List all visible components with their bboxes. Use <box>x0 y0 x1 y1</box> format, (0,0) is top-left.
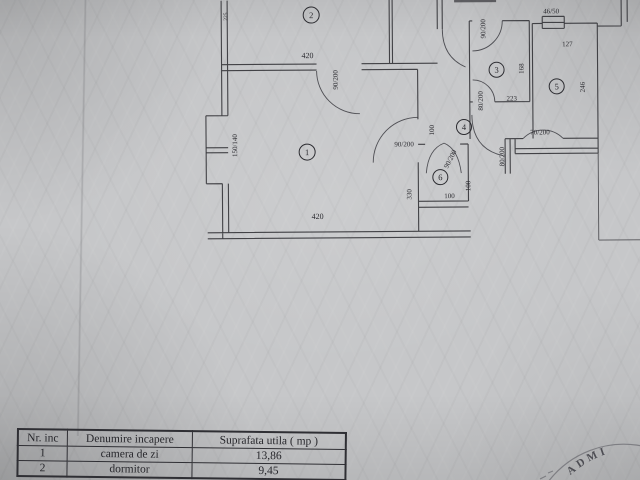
door-size-label: 70/200 <box>530 128 550 136</box>
col-header-room-name: Denumire incapere <box>67 429 193 448</box>
dimension-label: 420 <box>312 212 324 221</box>
round-stamp: ADMI <box>539 443 640 480</box>
room-number-2: 2 <box>302 6 320 24</box>
stamp-text: ADMI <box>565 445 610 478</box>
room-number-label: 4 <box>462 122 467 132</box>
window-symbol <box>206 15 565 154</box>
window-size-label: 150/140 <box>231 134 239 158</box>
dimension-label: 246 <box>579 81 587 92</box>
cell-nr: 2 <box>17 460 68 477</box>
dimension-label: 225 <box>223 12 229 21</box>
door-size-label: 90/200 <box>442 148 458 169</box>
col-header-nr: Nr. inc <box>17 429 68 447</box>
dimension-label: 100 <box>464 180 472 191</box>
dimension-label: 168 <box>518 63 526 74</box>
room-number-label: 2 <box>309 10 313 20</box>
room-number-4: 4 <box>455 118 472 135</box>
dimension-label: 223 <box>507 95 518 103</box>
dimension-label: 127 <box>562 40 573 48</box>
stamp-text-path: ADMI <box>565 445 607 478</box>
room-area-table: Nr. inc Denumire incapere Suprafata util… <box>16 428 347 480</box>
door-arc <box>316 20 564 174</box>
stamp-circle-arc <box>548 443 640 480</box>
stamp-fragment-marks <box>539 470 554 480</box>
room-number-label: 3 <box>494 65 498 75</box>
door-size-label: 90/200 <box>479 19 487 39</box>
dimension-label: 100 <box>444 192 455 200</box>
floor-plan-drawing: 1 2 3 4 5 6 225 42 <box>205 0 640 241</box>
room-number-6: 6 <box>432 169 449 186</box>
room-number-label: 6 <box>438 172 442 182</box>
area-table: Nr. inc Denumire incapere Suprafata util… <box>16 428 347 480</box>
wall-lines-faint <box>597 153 640 241</box>
window-size-label: 46/50 <box>543 7 560 15</box>
cell-area: 9,45 <box>191 462 346 480</box>
room-number-5: 5 <box>548 78 565 95</box>
cell-room-name: camera de zi <box>67 446 193 463</box>
dimension-label: 420 <box>301 51 313 60</box>
room-number-label: 1 <box>305 147 309 157</box>
door-size-label: 80/200 <box>477 91 485 111</box>
dimension-label: 330 <box>405 189 413 200</box>
cell-nr: 1 <box>17 445 68 462</box>
room-number-3: 3 <box>488 61 505 78</box>
cell-room-name: dormitor <box>66 461 193 479</box>
dimension-label: 100 <box>428 124 436 135</box>
wall-lines <box>205 0 628 240</box>
room-number-1: 1 <box>298 143 316 161</box>
table-row: 2 dormitor 9,45 <box>17 460 346 480</box>
door-size-label: 90/200 <box>332 70 340 90</box>
door-size-label: 80/200 <box>498 146 506 166</box>
room-number-label: 5 <box>555 81 559 91</box>
door-size-label: 90/200 <box>394 140 414 148</box>
col-header-area: Suprafata utila ( mp ) <box>192 431 346 450</box>
